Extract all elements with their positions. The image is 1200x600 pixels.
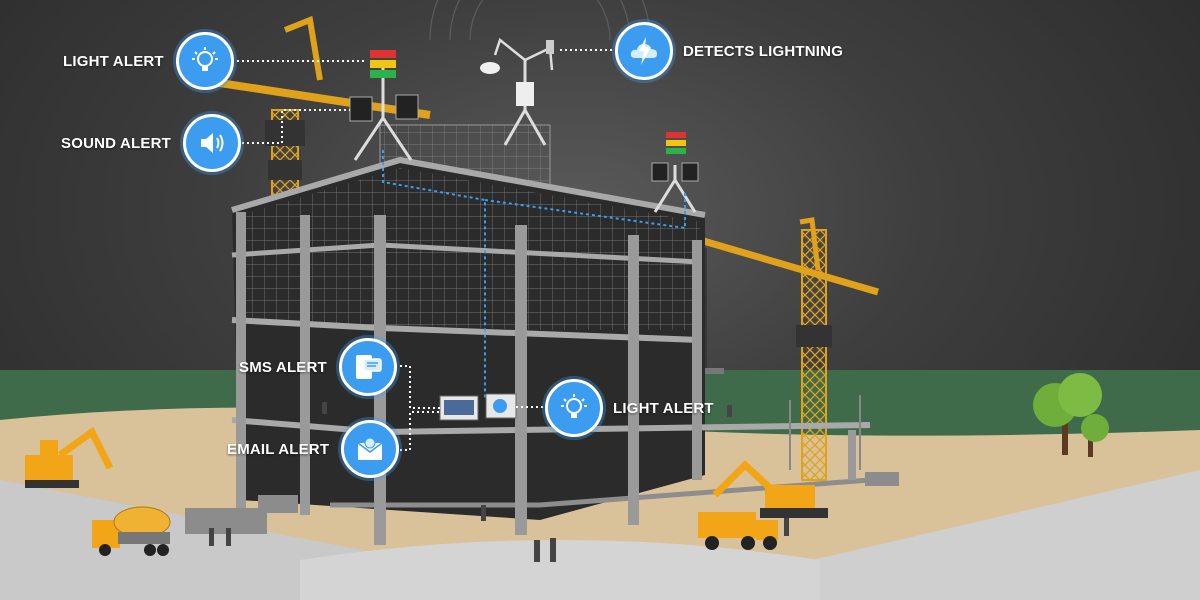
light-bulb-icon: [175, 32, 234, 90]
weather-station: [480, 37, 554, 146]
callout-light-alert-top: LIGHT ALERT: [63, 32, 234, 90]
phone-message-icon: [338, 338, 397, 396]
email-alert-label: EMAIL ALERT: [227, 440, 330, 458]
email-icon: [341, 420, 400, 478]
callout-detects-lightning: DETECTS LIGHTNING: [615, 22, 843, 80]
light-bulb-icon: [545, 379, 603, 437]
light-alert-label: LIGHT ALERT: [63, 52, 164, 70]
callout-sms-alert: SMS ALERT: [239, 338, 397, 396]
dump-truck: [698, 512, 778, 550]
alarm-tower-left: [349, 50, 419, 161]
alert-wiring: [382, 150, 686, 398]
callout-connectors: [232, 49, 614, 451]
trees: [1033, 373, 1109, 457]
callout-light-alert-bottom: LIGHT ALERT: [545, 379, 714, 437]
detects-lightning-label: DETECTS LIGHTNING: [683, 42, 844, 60]
mixer-truck: [92, 506, 171, 556]
sound-alert-label: SOUND ALERT: [61, 134, 171, 152]
lightning-cloud-icon: [615, 22, 673, 80]
excavator-right: [712, 460, 828, 518]
light-alert-label: LIGHT ALERT: [613, 399, 714, 417]
excavator-left: [25, 426, 114, 488]
callout-sound-alert: SOUND ALERT: [61, 114, 241, 172]
workers: [209, 402, 789, 562]
alarm-tower-right: [651, 132, 699, 213]
signal-arcs: [429, 0, 651, 41]
sms-alert-label: SMS ALERT: [239, 358, 327, 376]
control-unit: [439, 393, 517, 421]
speaker-icon: [182, 114, 241, 172]
tower-crane-right: [690, 217, 879, 481]
callout-email-alert: EMAIL ALERT: [227, 420, 400, 478]
